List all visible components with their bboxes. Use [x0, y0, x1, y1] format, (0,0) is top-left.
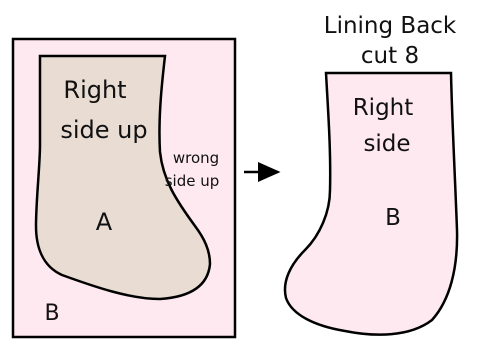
stocking-b-shape	[283, 71, 459, 336]
stocking-a-label-line1: Right	[63, 76, 126, 104]
stocking-a-letter: A	[96, 208, 113, 236]
stocking-b-label-line2: side	[363, 131, 410, 157]
lining-back-title-line2: cut 8	[361, 43, 419, 69]
stocking-b-letter: B	[385, 205, 401, 231]
stocking-b-label-line1: Right	[353, 95, 414, 121]
stocking-a-shape	[34, 54, 212, 301]
stocking-a-label-line2: side up	[60, 116, 147, 144]
wrong-side-up-line2: side up	[165, 172, 220, 190]
lining-back-title-line1: Lining Back	[324, 13, 457, 39]
wrong-side-up-line1: wrong	[173, 149, 219, 167]
corner-letter-b: B	[44, 301, 59, 326]
